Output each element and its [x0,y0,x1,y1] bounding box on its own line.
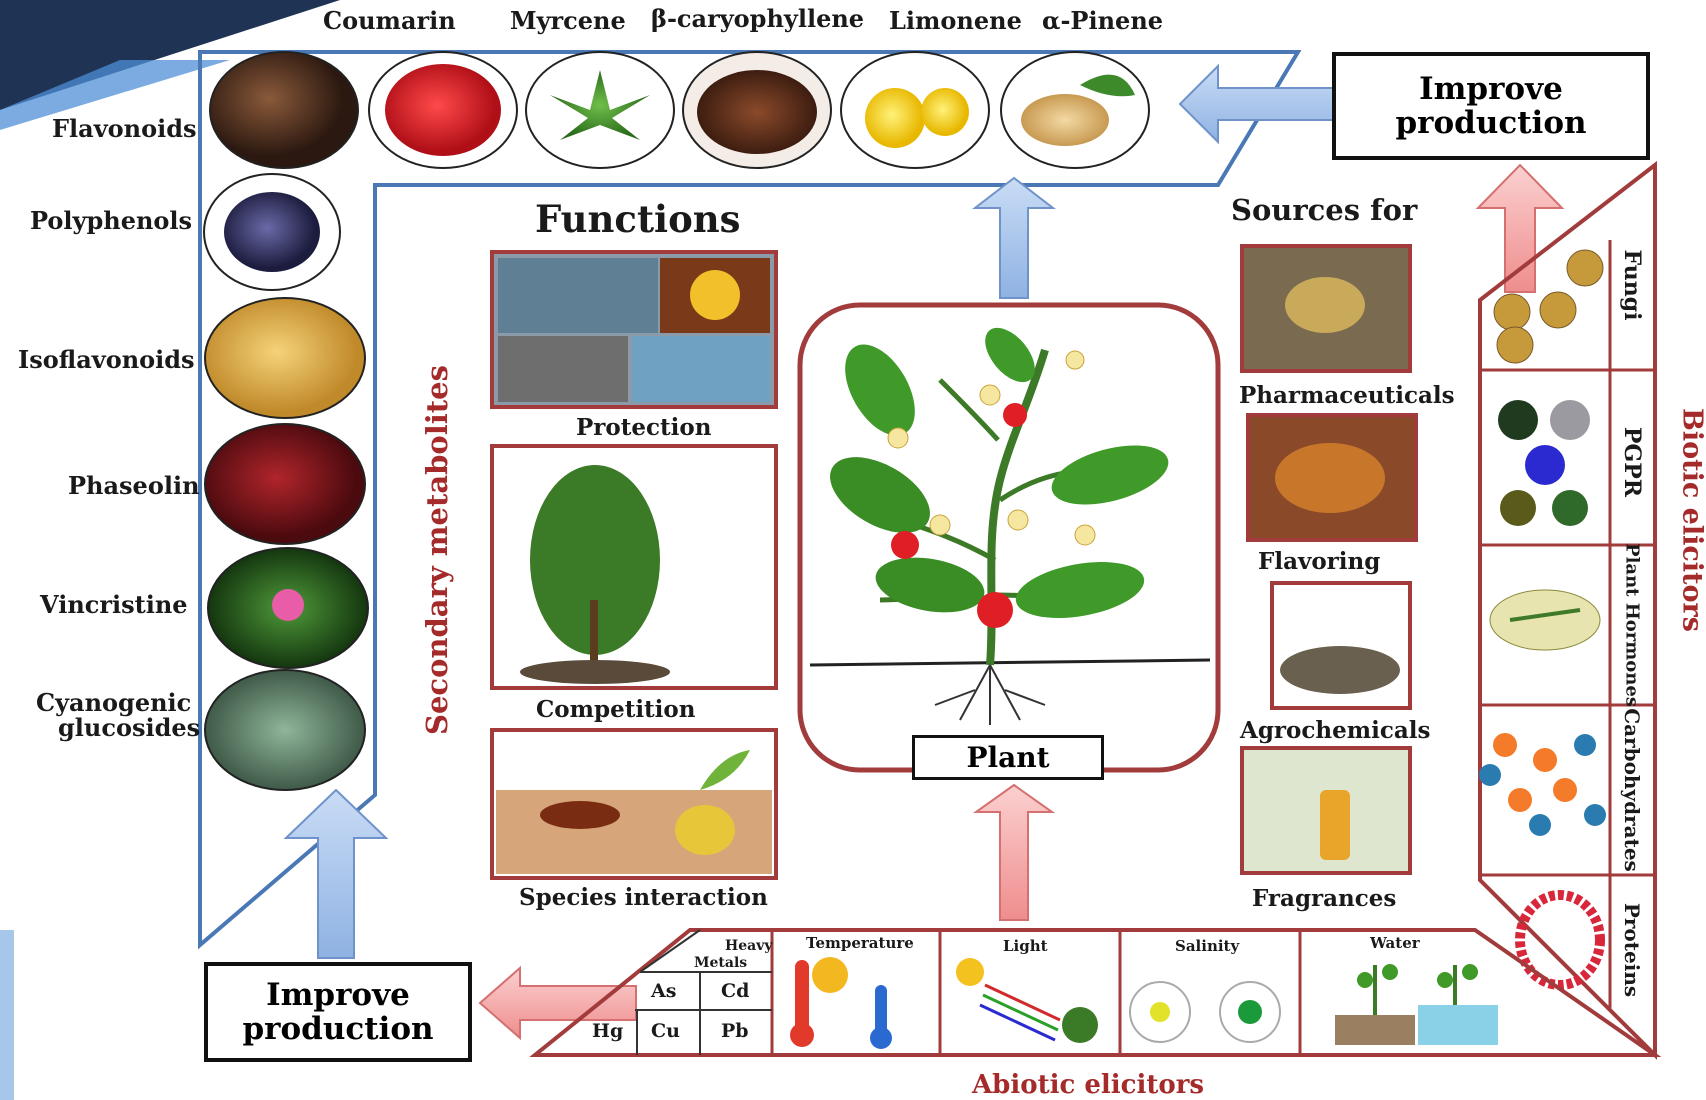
abiotic-elicitors-title: Abiotic elicitors [972,1070,1205,1100]
improve-bottom-line1: Improve [266,977,410,1013]
abiotic-images [790,957,1498,1049]
function-protection: Protection [576,414,712,441]
abiotic-temperature: Temperature [806,934,914,952]
functions-title: Functions [535,197,741,241]
improve-production-top: Improve production [1332,52,1650,160]
compound-phaseolin: Phaseolin [68,471,200,500]
function-competition: Competition [536,696,696,723]
function-images [490,250,778,880]
metal-cu: Cu [651,1020,680,1042]
plant-label: Plant [912,735,1104,780]
improve-bottom-line2: production [242,1011,434,1047]
compound-coumarin: Coumarin [323,6,456,35]
left-photo-column [203,173,369,791]
compound-pinene: α-Pinene [1042,6,1164,35]
function-species-interaction: Species interaction [519,884,768,911]
secondary-metabolites-frame [198,50,1302,950]
compound-limonene: Limonene [889,6,1022,35]
metal-hg: Hg [592,1020,624,1042]
arrow-abiotic-to-plant [972,783,1056,921]
compound-cyanogenic: Cyanogenic [36,688,192,717]
abiotic-salinity: Salinity [1175,937,1240,955]
top-photo-row [209,51,1150,169]
abiotic-light: Light [1003,937,1048,955]
biotic-carbohydrates: Carbohydrates [1620,708,1644,872]
compound-vincristine: Vincristine [40,590,188,619]
improve-top-line2: production [1395,105,1587,141]
source-pharmaceuticals: Pharmaceuticals [1239,382,1455,409]
metal-pb: Pb [721,1020,749,1042]
heavy-metal-grid [635,929,772,1055]
source-agrochemicals: Agrochemicals [1240,717,1431,744]
arrow-plant-up [972,176,1056,299]
plant-illustration [809,327,1211,725]
source-fragrances: Fragrances [1252,885,1397,912]
compound-polyphenols: Polyphenols [30,206,193,235]
metal-cd: Cd [721,980,750,1002]
abiotic-water: Water [1370,934,1420,952]
plant-label-text: Plant [966,740,1050,774]
compound-glucosides: glucosides [58,713,201,742]
heavy-metals-line2: Metals [694,955,748,971]
biotic-plant-hormones: Plant Hormones [1621,543,1643,707]
arrow-to-metabolites-top [1178,63,1336,145]
biotic-images [1479,249,1606,990]
compound-caryophyllene: β-caryophyllene [651,4,865,33]
source-flavoring: Flavoring [1258,548,1381,575]
compound-isoflavonoids: Isoflavonoids [18,345,195,374]
sources-title: Sources for [1231,193,1418,227]
compound-flavonoids: Flavonoids [52,114,197,143]
heavy-metals-line1: Heavy [725,938,773,954]
arrow-bottom-left-up [283,788,389,959]
biotic-elicitors-title: Biotic elicitors [1676,408,1706,632]
biotic-proteins: Proteins [1620,902,1644,998]
compound-myrcene: Myrcene [510,6,626,35]
improve-production-bottom: Improve production [204,962,472,1062]
source-images [1240,244,1418,875]
biotic-panels [1480,240,1655,1010]
abiotic-panels [770,930,1302,1055]
arrow-biotic-up [1475,163,1565,293]
biotic-pgpr: PGPR [1619,426,1645,498]
biotic-frame [1478,160,1657,1060]
metal-as: As [651,980,677,1002]
improve-top-line1: Improve [1419,71,1563,107]
secondary-metabolites-label: Secondary metabolites [420,365,454,735]
biotic-fungi: Fungi [1619,249,1645,321]
abiotic-frame [529,928,1662,1057]
